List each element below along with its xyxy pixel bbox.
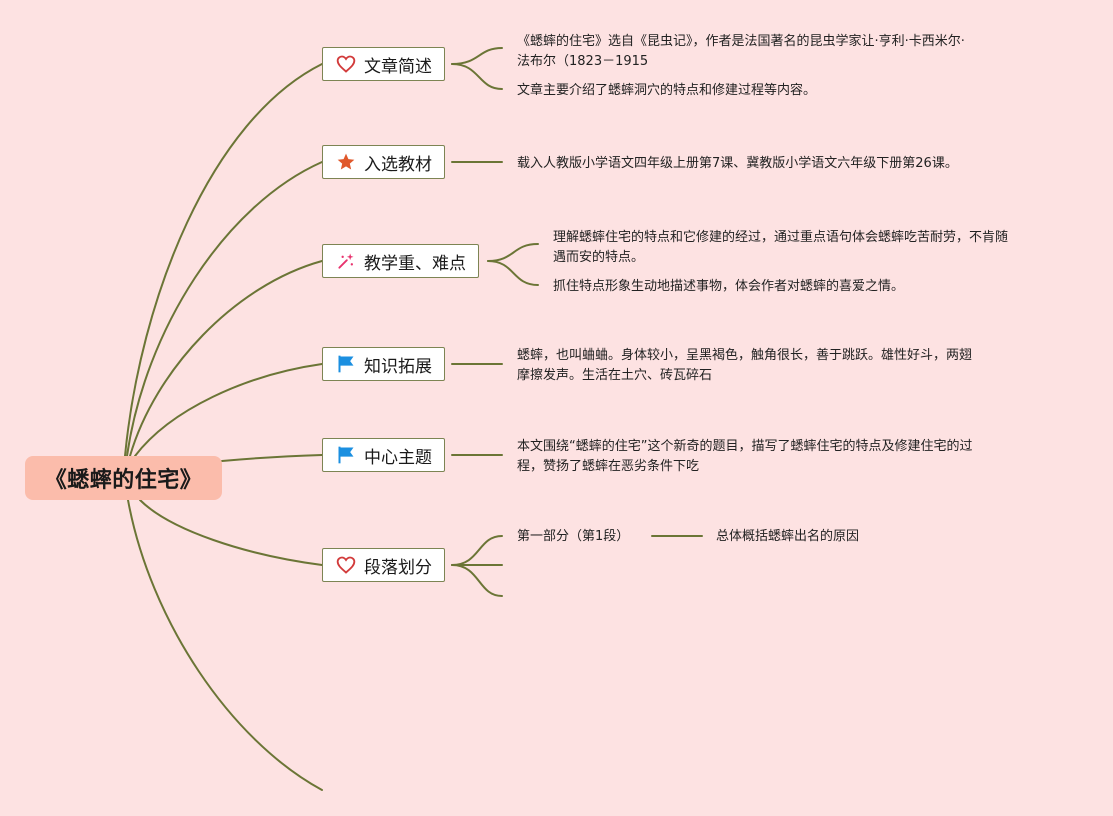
connector-line [451,564,503,597]
branch-label: 入选教材 [364,154,432,175]
connector-line [221,454,323,462]
star-icon [335,151,357,173]
branch-label: 中心主题 [364,447,432,468]
branch-article-summary[interactable]: 文章简述 [322,47,445,81]
central-topic[interactable]: 《蟋蟀的住宅》 [25,456,222,500]
branch-label: 教学重、难点 [364,253,466,274]
branch-label: 段落划分 [364,557,432,578]
leaf-child-text[interactable]: 总体概括蟋蟀出名的原因 [716,529,860,544]
connector-line [487,243,539,262]
branch-paragraph-division[interactable]: 段落划分 [322,548,445,582]
leaf-text[interactable]: 载入人教版小学语文四年级上册第7课、冀教版小学语文六年级下册第26课。 [517,156,958,171]
branch-textbook-selection[interactable]: 入选教材 [322,145,445,179]
magic-wand-icon [335,250,357,272]
connector-line [451,63,503,90]
connector-line [124,63,323,457]
central-topic-label: 《蟋蟀的住宅》 [44,468,203,493]
heart-icon [335,53,357,75]
leaf-text[interactable]: 蟋蟀，也叫蛐蛐。身体较小，呈黑褐色，触角很长，善于跳跃。雄性好斗，两翅 摩擦发声… [517,348,973,383]
connector-line [139,499,323,566]
connector-line [127,499,323,791]
connector-line [487,260,539,286]
connector-line [134,363,323,457]
flag-icon [335,353,357,375]
flag-icon [335,444,357,466]
leaf-text[interactable]: 本文围绕“蟋蟀的住宅”这个新奇的题目，描写了蟋蟀住宅的特点及修建住宅的过 程，赞… [517,439,973,474]
leaf-text[interactable]: 抓住特点形象生动地描述事物，体会作者对蟋蟀的喜爱之情。 [553,279,905,294]
branch-label: 知识拓展 [364,356,432,377]
connector-line [129,260,323,457]
branch-teaching-key-points[interactable]: 教学重、难点 [322,244,479,278]
leaf-text[interactable]: 文章主要介绍了蟋蟀洞穴的特点和修建过程等内容。 [517,83,817,98]
connector-line [451,535,503,566]
heart-icon [335,554,357,576]
branch-label: 文章简述 [364,56,432,77]
connector-line [126,161,323,457]
branch-central-theme[interactable]: 中心主题 [322,438,445,472]
branch-knowledge-extension[interactable]: 知识拓展 [322,347,445,381]
connector-line [451,47,503,65]
leaf-text-part-one[interactable]: 第一部分（第1段） [517,529,630,544]
leaf-text[interactable]: 《蟋蟀的住宅》选自《昆虫记》，作者是法国著名的昆虫学家让·亨利·卡西米尔· 法布… [517,34,965,69]
leaf-text[interactable]: 理解蟋蟀住宅的特点和它修建的经过，通过重点语句体会蟋蟀吃苦耐劳，不肯随 遇而安的… [553,230,1009,265]
